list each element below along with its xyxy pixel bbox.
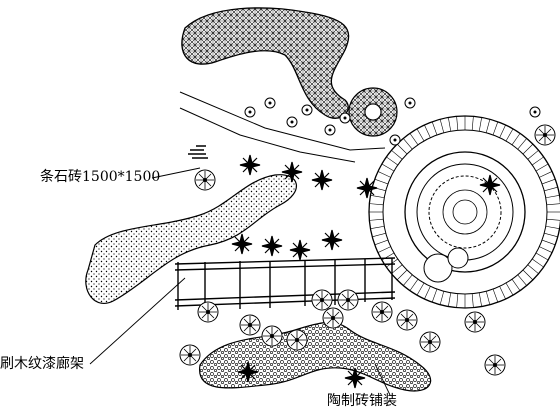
plaza-radial-line bbox=[396, 269, 408, 281]
plaza-radial-line bbox=[372, 232, 386, 238]
pergola-grid bbox=[174, 257, 396, 310]
plaza-radial-line bbox=[456, 293, 459, 308]
plaza-radial-line bbox=[424, 286, 431, 300]
plaza-radial-line bbox=[369, 203, 384, 206]
plaza-radial-line bbox=[374, 178, 389, 185]
plaza-radial-line bbox=[403, 138, 413, 150]
path-edge-south bbox=[179, 107, 356, 163]
plaza-radial-line bbox=[431, 288, 438, 303]
plaza-radial-line bbox=[505, 282, 514, 296]
plaza-radial-line bbox=[485, 291, 491, 305]
plaza-radial-line bbox=[545, 195, 560, 199]
callout-pergola: 刷木纹漆廊架 bbox=[0, 356, 84, 372]
plaza-radial-line bbox=[522, 143, 534, 155]
plaza-radial-line bbox=[381, 252, 395, 261]
plaza-radial-line bbox=[369, 218, 384, 221]
plaza-radial-line bbox=[531, 156, 544, 166]
plaza-radial-line bbox=[439, 119, 445, 133]
plaza-radial-line bbox=[505, 128, 514, 142]
plaza-radial-line bbox=[374, 239, 389, 246]
plaza-radial-line bbox=[545, 225, 560, 229]
plaza-radial-line bbox=[448, 117, 452, 132]
callout-leaders bbox=[89, 167, 391, 396]
plaza-radial-line bbox=[471, 116, 474, 131]
plaza-radial-line bbox=[471, 293, 474, 308]
plaza-radial-line bbox=[396, 143, 408, 155]
plaza-radial-line bbox=[377, 246, 391, 253]
dotted-planting-bed bbox=[85, 174, 298, 304]
path-edge-north bbox=[179, 91, 386, 151]
stone-step-paving bbox=[188, 145, 208, 159]
plaza-radial-line bbox=[439, 291, 445, 305]
plaza-radial-line bbox=[544, 186, 558, 192]
plaza-radial-line bbox=[416, 128, 425, 142]
plaza-paving-radials bbox=[369, 116, 560, 308]
plaza-radial-line bbox=[386, 156, 399, 166]
plaza-radial-line bbox=[531, 258, 544, 268]
plaza-radial-line bbox=[535, 252, 549, 261]
plaza-radial-line bbox=[370, 225, 385, 229]
plaza-radial-line bbox=[517, 274, 527, 286]
plaza-radial-line bbox=[431, 121, 438, 136]
plaza-radial-line bbox=[492, 121, 499, 136]
plaza-radial-line bbox=[517, 138, 527, 150]
plaza-radial-line bbox=[544, 232, 558, 238]
plaza-radial-line bbox=[391, 264, 403, 274]
plaza-radial-line bbox=[499, 286, 506, 300]
shrub-cluster-north bbox=[244, 97, 554, 146]
plaza-radial-line bbox=[492, 288, 499, 303]
ceramic-paving-bed bbox=[199, 321, 432, 392]
plaza-radial-line bbox=[527, 264, 539, 274]
plaza-radial-line bbox=[448, 292, 452, 307]
hatch-planting-bed-north bbox=[181, 7, 350, 119]
plaza-radial-line bbox=[541, 239, 556, 246]
plaza-radial-line bbox=[409, 278, 419, 291]
plaza-radial-line bbox=[511, 278, 521, 291]
plaza-radial-line bbox=[478, 117, 482, 132]
plaza-radial-line bbox=[546, 218, 560, 221]
canopy-tree bbox=[348, 87, 398, 137]
plaza-radial-line bbox=[485, 119, 491, 133]
plaza-radial-line bbox=[546, 203, 560, 206]
plaza-radial-line bbox=[377, 171, 391, 178]
plaza-radial-line bbox=[511, 133, 521, 146]
plaza-radial-line bbox=[535, 163, 549, 172]
plaza-radial-line bbox=[409, 133, 419, 146]
plaza-radial-line bbox=[416, 282, 425, 296]
plaza-radial-line bbox=[541, 178, 556, 185]
plaza-radial-line bbox=[478, 292, 482, 307]
plaza-radial-line bbox=[456, 116, 459, 131]
plaza-radial-line bbox=[539, 171, 553, 178]
plaza-radial-line bbox=[424, 124, 431, 138]
plaza-radial-line bbox=[391, 150, 403, 160]
plaza-radial-line bbox=[370, 195, 385, 199]
plaza-radial-line bbox=[499, 124, 506, 138]
plaza-radial-line bbox=[381, 163, 395, 172]
callout-stone-paving: 条石砖1500*1500 bbox=[40, 169, 161, 185]
plaza-radial-line bbox=[522, 269, 534, 281]
plaza-radial-line bbox=[386, 258, 399, 268]
callout-ceramic-paving: 陶制砖铺装 bbox=[327, 393, 397, 409]
plaza-radial-line bbox=[403, 274, 413, 286]
plaza-radial-line bbox=[527, 150, 539, 160]
plaza-radial-line bbox=[539, 246, 553, 253]
